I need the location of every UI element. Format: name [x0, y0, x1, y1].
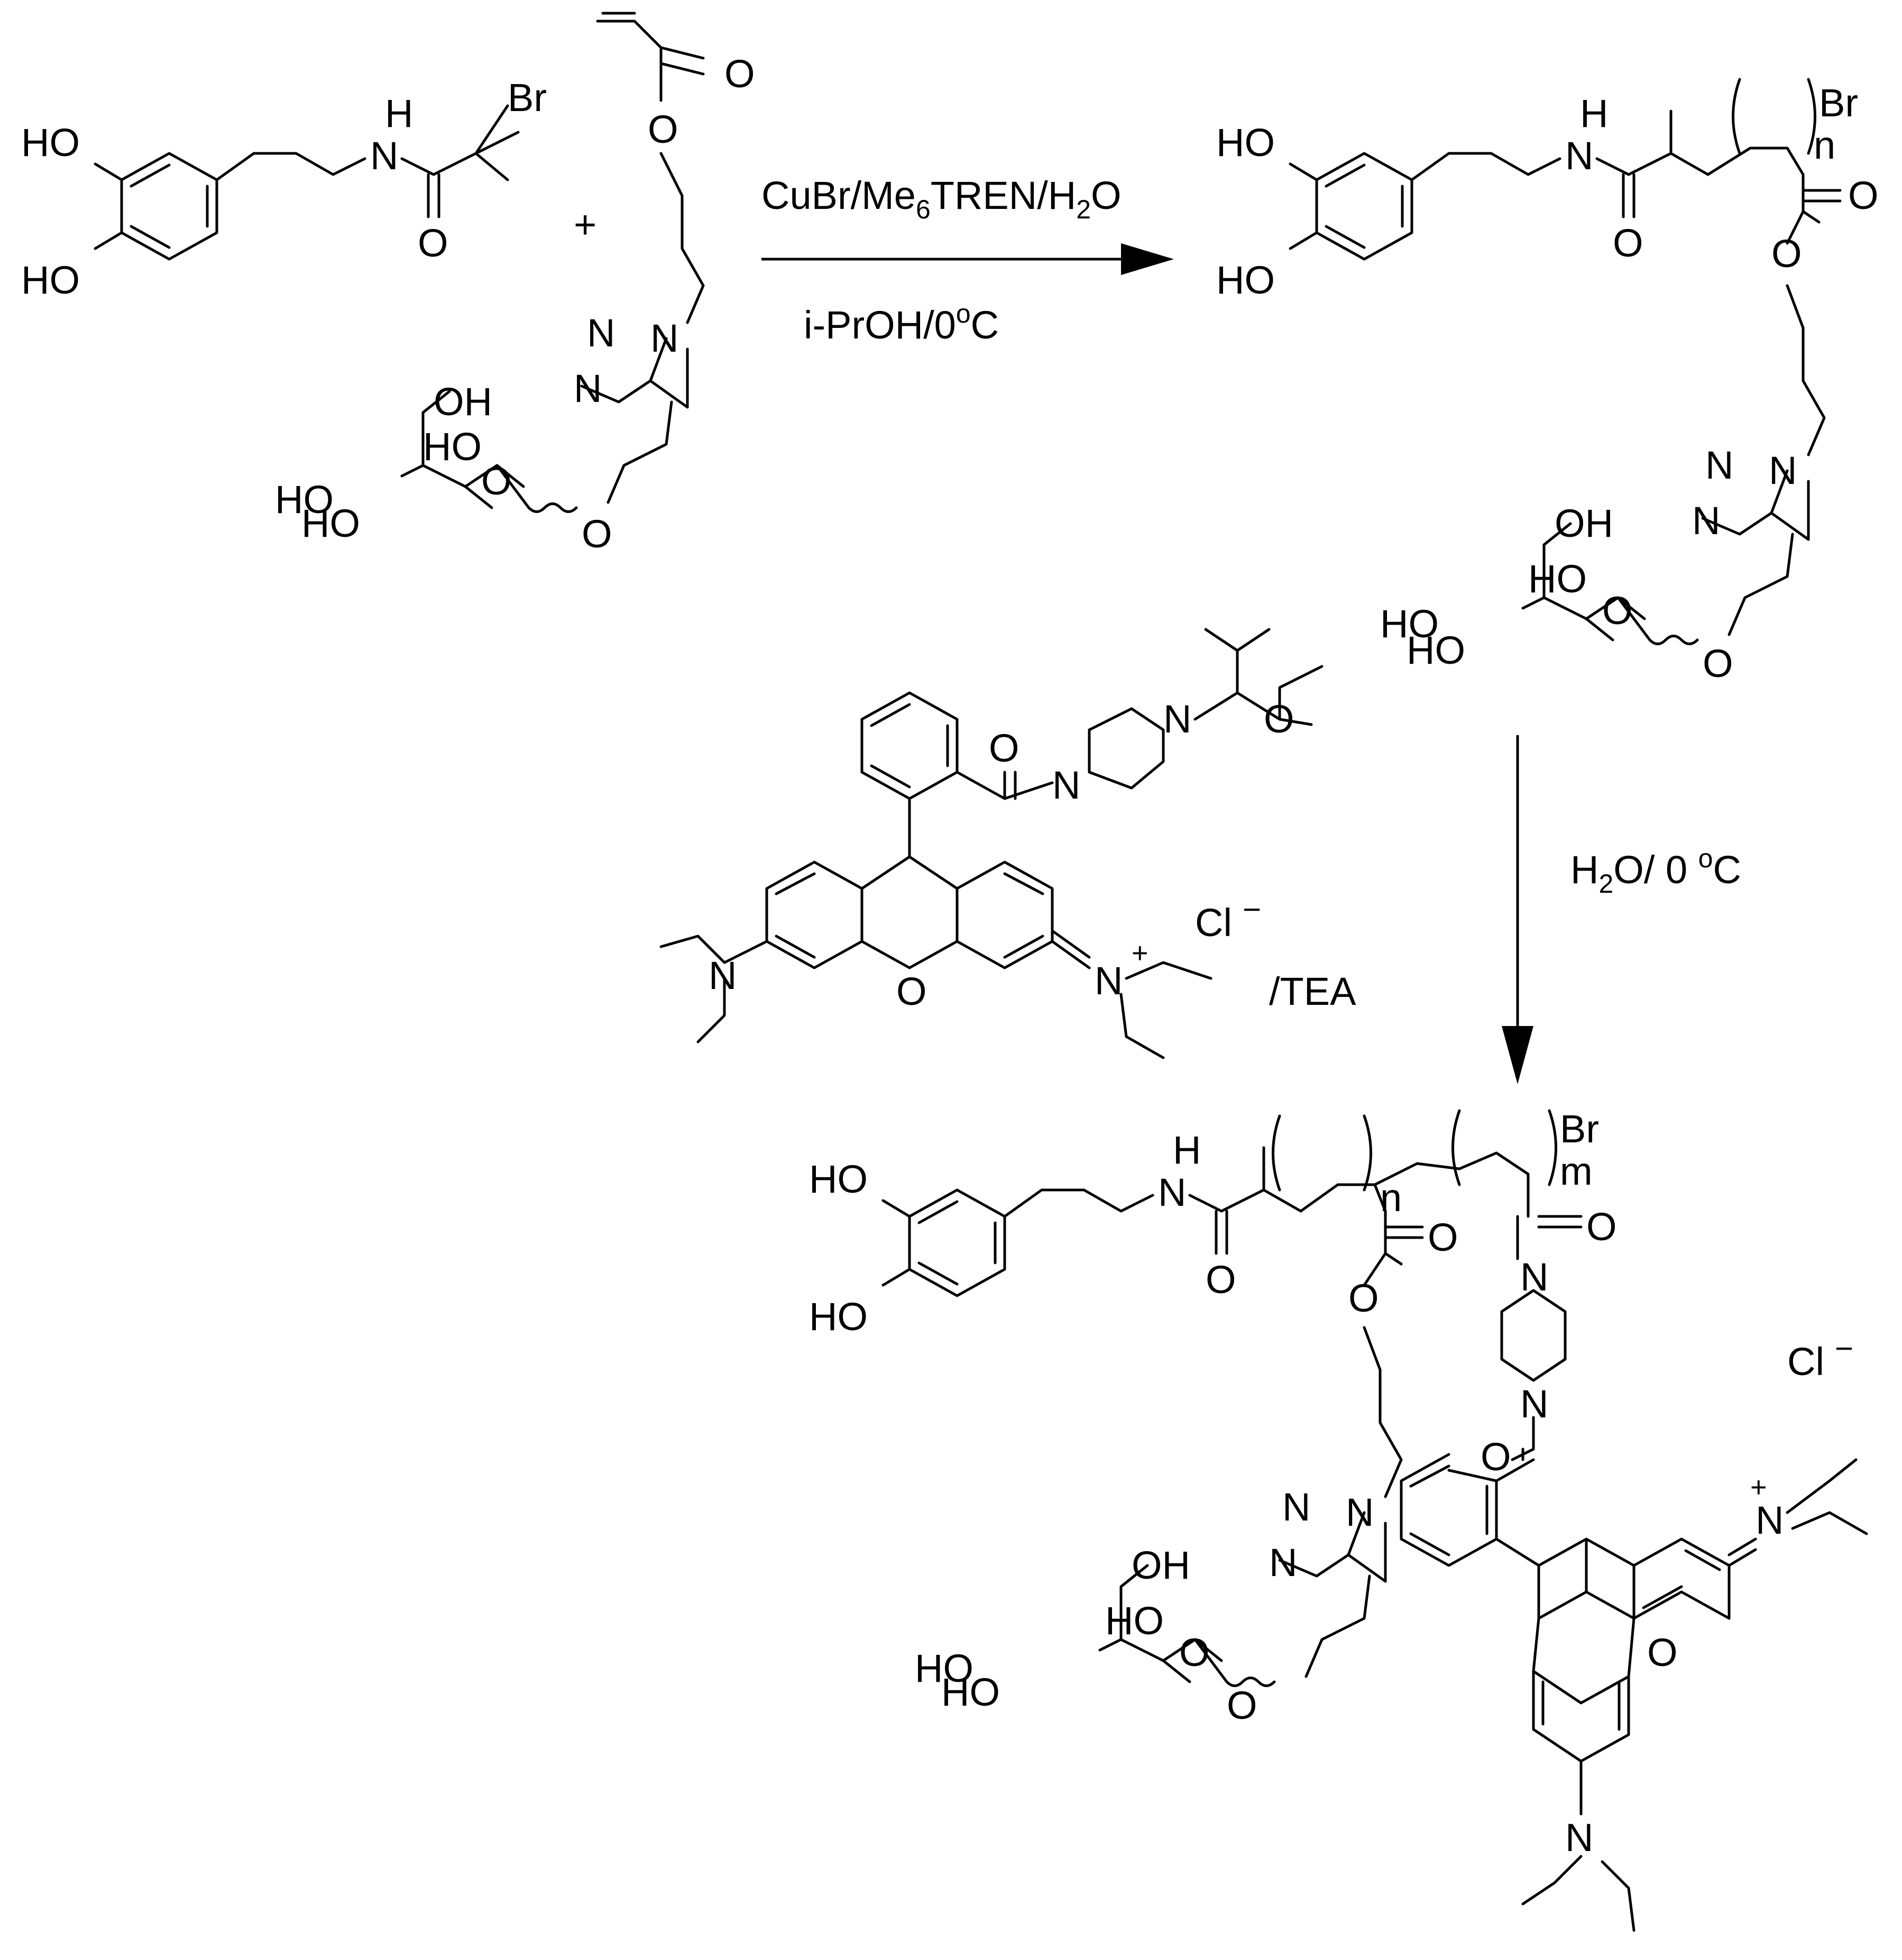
n-label: N [1692, 499, 1720, 543]
chloride-label: Cl [1195, 901, 1232, 945]
step1-conditions-line1: CuBr/Me6TREN/H2O [761, 173, 1122, 224]
n-label: N [1520, 1255, 1548, 1299]
minus-charge-label: − [1835, 1331, 1853, 1366]
ho-label: HO [1216, 121, 1275, 164]
n-label: N [1769, 448, 1797, 492]
plus-charge-label: + [1750, 1471, 1767, 1503]
ho-label: HO [301, 501, 360, 545]
n-label: N [1565, 1816, 1593, 1860]
n-label: N [1158, 1170, 1186, 1214]
ho-label: HO [1528, 557, 1587, 601]
n-label: N [709, 954, 737, 997]
n-label: N [1052, 763, 1080, 807]
o-label: O [1586, 1205, 1617, 1249]
o-label: O [1227, 1683, 1257, 1727]
m-subscript-label: m [1560, 1149, 1593, 1193]
o-label: O [1179, 1631, 1210, 1674]
n-label: N [650, 316, 678, 360]
n-label: N [574, 367, 602, 410]
o-label: O [582, 512, 612, 556]
n-label: N [1346, 1490, 1374, 1534]
oh-label: OH [1555, 501, 1613, 545]
h-label: H [385, 91, 413, 135]
n-subscript-label: n [1380, 1176, 1402, 1220]
n-label: N [1163, 697, 1191, 741]
oh-label: OH [434, 380, 492, 424]
o-label: O [1703, 642, 1733, 685]
ho-label: HO [809, 1295, 868, 1339]
glycopolymer-macroinitiator: HO HO H N O Br n O O N N N OH HO O HO HO… [1216, 78, 1879, 685]
o-label: O [1264, 697, 1294, 741]
o-label: O [1771, 232, 1802, 276]
ho-label: HO [1105, 1599, 1164, 1643]
ho-label: HO [21, 258, 80, 302]
n-label: N [370, 134, 398, 178]
glycomonomer-molecule: O O N N N OH HO O HO HO O [275, 12, 755, 556]
initiator-molecule: HO HO H N O Br [21, 76, 547, 302]
o-label: O [1647, 1631, 1678, 1674]
plus-charge-label: + [1132, 937, 1148, 969]
chloride-label: Cl [1787, 1340, 1824, 1384]
o-label: O [1848, 173, 1879, 217]
o-label: O [648, 107, 678, 151]
o-label: O [1428, 1215, 1458, 1259]
oh-label: OH [1132, 1543, 1190, 1587]
br-label: Br [1819, 81, 1858, 125]
minus-charge-label: − [1243, 892, 1261, 927]
o-label: O [481, 459, 512, 503]
o-label: O [1481, 1435, 1511, 1479]
ho-label: HO [941, 1670, 1000, 1714]
o-label: O [1206, 1258, 1236, 1302]
n-label: N [1705, 443, 1733, 487]
o-label: O [724, 52, 755, 96]
reaction-arrow-step1 [761, 243, 1174, 275]
rhodamine-monomer: O N N O O N N + Cl − /TEA [659, 628, 1356, 1059]
ho-label: HO [1407, 628, 1465, 672]
n-plus-label: N [1756, 1498, 1784, 1542]
h-label: H [1580, 91, 1608, 135]
ho-label: HO [21, 121, 80, 164]
ho-label: HO [275, 478, 334, 521]
n-label: N [1520, 1382, 1548, 1426]
ho-label: HO [809, 1157, 868, 1201]
h-label: H [1173, 1128, 1201, 1172]
br-label: Br [1560, 1107, 1599, 1151]
o-label: O [989, 726, 1019, 770]
n-subscript-label: n [1814, 123, 1835, 167]
n-label: N [1565, 134, 1593, 178]
br-label: Br [508, 76, 547, 120]
ho-label: HO [1216, 258, 1275, 302]
final-copolymer: HO HO H N O n Br m O O O N N O N N N OH … [809, 1107, 1868, 1932]
step1-conditions-line2: i-PrOH/0oC [804, 299, 999, 347]
o-label: O [1348, 1276, 1379, 1320]
step2-conditions: H2O/ 0 oC [1570, 844, 1741, 899]
base-label: /TEA [1269, 969, 1356, 1013]
n-label: N [1269, 1541, 1297, 1585]
ho-label: HO [915, 1646, 973, 1690]
o-label: O [1613, 221, 1643, 265]
reaction-arrow-step2 [1502, 735, 1533, 1084]
n-label: N [1282, 1485, 1310, 1529]
ho-label: HO [1380, 602, 1439, 646]
o-label: O [1602, 589, 1633, 633]
ho-label: HO [423, 425, 482, 469]
n-label: N [587, 311, 615, 355]
plus-sign: + [574, 203, 596, 246]
o-label: O [896, 969, 927, 1013]
o-label: O [418, 221, 448, 265]
n-plus-label: N [1095, 959, 1123, 1003]
